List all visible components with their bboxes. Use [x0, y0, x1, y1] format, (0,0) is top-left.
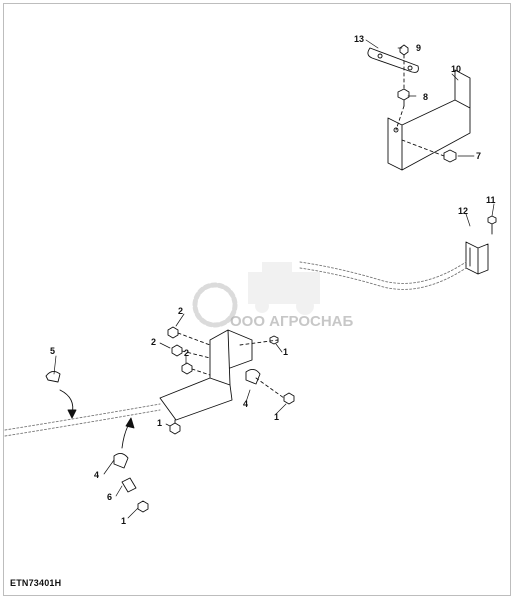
callout-5: 5 — [50, 346, 55, 356]
bolt-1d — [269, 335, 279, 345]
bolt-2c — [181, 362, 193, 375]
diagram-frame — [3, 3, 511, 596]
callout-2-a: 2 — [178, 306, 183, 316]
bolt-8 — [397, 88, 410, 107]
bolt-7 — [443, 149, 457, 163]
callout-1-c: 1 — [157, 418, 162, 428]
callout-11: 11 — [486, 195, 496, 205]
bolt-2a — [167, 326, 179, 339]
callout-6: 6 — [107, 492, 112, 502]
bracket-10 — [387, 69, 471, 171]
bolt-2b — [171, 344, 183, 357]
upper-bracket-assembly — [367, 44, 471, 171]
arrow-right-head — [125, 417, 135, 429]
clamp-5 — [45, 371, 61, 383]
leader-dashed — [395, 54, 445, 157]
callout-labels: 13 9 10 8 7 12 11 5 2 2 2 1 4 1 1 4 6 1 — [50, 34, 496, 526]
callout-13: 13 — [354, 34, 364, 44]
callout-4-a: 4 — [243, 399, 248, 409]
callout-1-a: 1 — [283, 347, 288, 357]
watermark-brand: ООО АГРОСНАБ — [230, 313, 353, 330]
callout-7: 7 — [476, 151, 481, 161]
callout-1-d: 1 — [121, 516, 126, 526]
callout-8: 8 — [423, 92, 428, 102]
clip-4a — [245, 369, 261, 385]
callout-4-b: 4 — [94, 470, 99, 480]
clip-4b — [113, 453, 129, 469]
nut-1b — [283, 392, 295, 405]
figure-id: ETN73401H — [10, 578, 62, 588]
callout-10: 10 — [451, 64, 461, 74]
lower-bracket-assembly — [159, 326, 295, 435]
watermark-logo — [192, 262, 320, 328]
bracket-hole — [393, 127, 399, 133]
main-bracket — [159, 329, 253, 421]
leader-dashed-lower — [174, 332, 285, 427]
arrow-left-head — [67, 409, 77, 419]
clip-12 — [465, 241, 489, 275]
nut-9 — [399, 44, 409, 56]
bolt-11 — [487, 215, 497, 235]
nut-1c — [137, 500, 149, 513]
harness-route — [4, 261, 467, 437]
callout-2-b: 2 — [151, 337, 156, 347]
sleeve-6 — [121, 477, 137, 493]
link-plate-13 — [367, 47, 419, 73]
callout-9: 9 — [416, 43, 421, 53]
callout-1-b: 1 — [274, 412, 279, 422]
leader-lines — [53, 39, 495, 519]
callout-2-c: 2 — [184, 348, 189, 358]
clip-assembly — [465, 215, 497, 275]
callout-12: 12 — [458, 206, 468, 216]
nut-1a — [169, 422, 181, 435]
